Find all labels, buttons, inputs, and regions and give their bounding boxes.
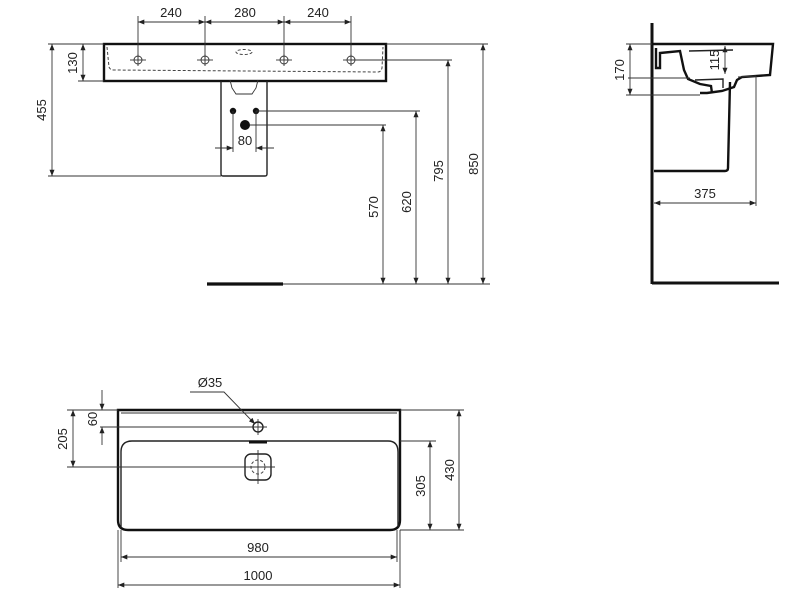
- dim-height-795: 795: [431, 160, 446, 182]
- basin-inner-profile: [654, 48, 714, 94]
- tap-hole-markers: [130, 54, 359, 66]
- dim-basin-depth: 130: [65, 52, 80, 74]
- pedestal: [220, 81, 268, 177]
- overflow-slot: [235, 49, 253, 55]
- dim-tap-spacing-3: 240: [307, 5, 329, 20]
- front-view: 240 280 240 130 455 80 570 620 795 850: [34, 5, 490, 286]
- dim-side-height: 170: [612, 59, 627, 81]
- dim-inner-depth: 305: [413, 475, 428, 497]
- basin-outline: [102, 42, 388, 83]
- dim-overall-depth: 430: [442, 459, 457, 481]
- dim-projection: 375: [694, 186, 716, 201]
- dim-pedestal-drop: 455: [34, 99, 49, 121]
- dim-overall-width: 1000: [244, 568, 273, 583]
- dim-height-850: 850: [466, 153, 481, 175]
- dim-waste-offset: 205: [55, 428, 70, 450]
- dim-supply-spacing: 80: [238, 133, 252, 148]
- dim-tap-spacing-1: 240: [160, 5, 182, 20]
- dim-tap-hole-diameter: Ø35: [198, 375, 223, 390]
- top-outline: [116, 408, 402, 532]
- waste-trap: [229, 79, 259, 95]
- pedestal-side: [654, 81, 732, 173]
- waste-outlet: [240, 120, 250, 130]
- top-view: Ø35 60 205 305 430 980 1000: [55, 375, 464, 588]
- bowl-hidden-line: [106, 46, 384, 73]
- dim-height-620: 620: [399, 191, 414, 213]
- dim-tap-spacing-2: 280: [234, 5, 256, 20]
- dim-inner-width: 980: [247, 540, 269, 555]
- dim-bowl-depth: 115: [707, 50, 722, 71]
- dim-tap-hole-offset: 60: [85, 412, 100, 426]
- dim-height-570: 570: [366, 196, 381, 218]
- side-view: 170 115 375: [612, 23, 779, 285]
